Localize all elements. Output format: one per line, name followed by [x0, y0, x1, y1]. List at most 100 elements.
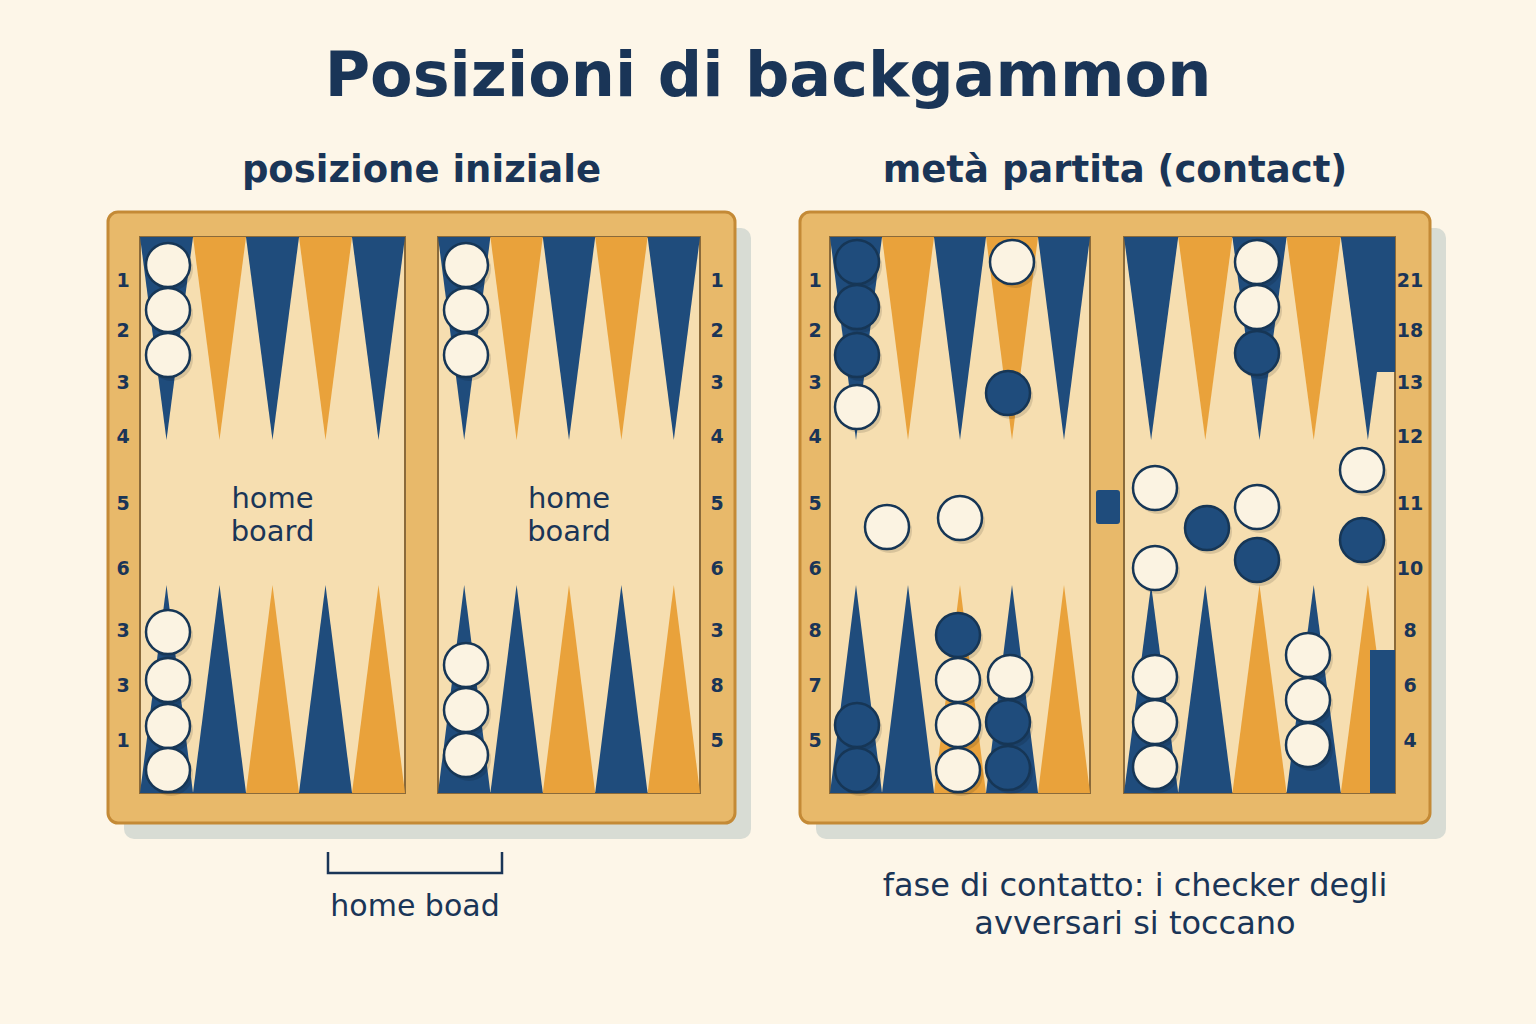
point-triangle — [1287, 237, 1341, 440]
point-triangle — [1178, 585, 1232, 793]
checker — [936, 658, 980, 702]
checker — [865, 505, 909, 549]
checker — [444, 288, 488, 332]
checker — [988, 655, 1032, 699]
point-triangle — [193, 585, 246, 793]
point-triangle — [246, 237, 299, 440]
point-triangle — [490, 585, 542, 793]
point-number: 10 — [1397, 557, 1423, 579]
board-shadow — [816, 228, 1446, 839]
checker — [1235, 285, 1279, 329]
point-triangle — [1232, 585, 1286, 793]
checker — [1133, 546, 1177, 590]
checker — [444, 333, 488, 377]
checker — [1185, 506, 1229, 550]
checker — [835, 285, 879, 329]
board-panels — [140, 237, 1395, 793]
point-triangle — [1232, 237, 1286, 440]
point-triangle — [830, 585, 882, 793]
point-triangle — [140, 585, 193, 793]
point-number: 18 — [1397, 319, 1423, 341]
point-triangle — [352, 237, 405, 440]
point-triangle — [1178, 237, 1232, 440]
point-triangle — [595, 237, 647, 440]
point-triangle — [299, 237, 352, 440]
point-triangle — [882, 585, 934, 793]
checker — [444, 733, 488, 777]
home-board-bracket — [328, 852, 502, 873]
home-board-panel: home board — [438, 237, 700, 793]
point-number: 4 — [116, 425, 129, 447]
point-triangle — [1124, 585, 1178, 793]
checker — [1133, 745, 1177, 789]
point-triangle — [543, 237, 595, 440]
board-corner — [1370, 650, 1395, 793]
point-triangle — [352, 585, 405, 793]
home-board-panel: home board — [140, 237, 405, 793]
checker — [835, 748, 879, 792]
point-number: 7 — [808, 674, 821, 696]
checker — [1235, 538, 1279, 582]
checker — [1133, 466, 1177, 510]
board-panel — [830, 237, 1090, 793]
point-triangle — [1341, 237, 1395, 440]
page-title: Posizioni di backgammon — [0, 38, 1536, 111]
point-triangle — [882, 237, 934, 440]
point-triangle — [1341, 585, 1395, 793]
point-number: 13 — [1397, 371, 1423, 393]
point-number: 6 — [808, 557, 821, 579]
checker — [986, 371, 1030, 415]
board-box: posizione inizialehome boardhome board — [108, 140, 735, 823]
board-frame — [108, 212, 735, 823]
checker — [835, 333, 879, 377]
point-number: 4 — [808, 425, 821, 447]
point-number: 4 — [710, 425, 723, 447]
point-triangle — [986, 237, 1038, 440]
checker — [444, 243, 488, 287]
checker — [1340, 448, 1384, 492]
board-frames — [108, 212, 1446, 839]
checker — [146, 658, 190, 702]
checker — [835, 385, 879, 429]
point-triangle — [1038, 585, 1090, 793]
point-number: 3 — [710, 371, 723, 393]
checker — [444, 643, 488, 687]
board-heading: metà partita (contact) — [800, 148, 1430, 191]
point-number: 6 — [116, 557, 129, 579]
point-number: 5 — [808, 729, 821, 751]
board-panel — [438, 237, 700, 793]
board-shadow — [124, 228, 751, 839]
checker — [1286, 678, 1330, 722]
point-triangle — [1124, 237, 1178, 440]
point-number: 8 — [1403, 619, 1416, 641]
board-box: metà partita (contact) — [800, 140, 1430, 823]
point-number: 5 — [116, 492, 129, 514]
point-triangle — [648, 585, 700, 793]
checker — [990, 240, 1034, 284]
point-number: 6 — [710, 557, 723, 579]
point-number: 2 — [710, 319, 723, 341]
point-triangle — [140, 237, 193, 440]
board-corner — [1370, 237, 1395, 372]
checker — [936, 748, 980, 792]
point-triangle — [490, 237, 542, 440]
checker — [146, 333, 190, 377]
point-triangle — [543, 585, 595, 793]
checker — [938, 496, 982, 540]
point-number: 1 — [116, 269, 129, 291]
checker — [936, 613, 980, 657]
panel-label: home board — [509, 482, 629, 549]
point-number: 4 — [1403, 729, 1416, 751]
point-number: 2 — [808, 319, 821, 341]
point-number: 3 — [116, 674, 129, 696]
point-number: 8 — [808, 619, 821, 641]
point-number: 8 — [710, 674, 723, 696]
checker — [986, 746, 1030, 790]
point-number: 21 — [1397, 269, 1423, 291]
point-triangle — [830, 237, 882, 440]
point-number: 11 — [1397, 492, 1423, 514]
point-triangle — [438, 237, 490, 440]
board-panel — [140, 237, 405, 793]
board-frame — [800, 212, 1430, 823]
point-triangle — [595, 585, 647, 793]
